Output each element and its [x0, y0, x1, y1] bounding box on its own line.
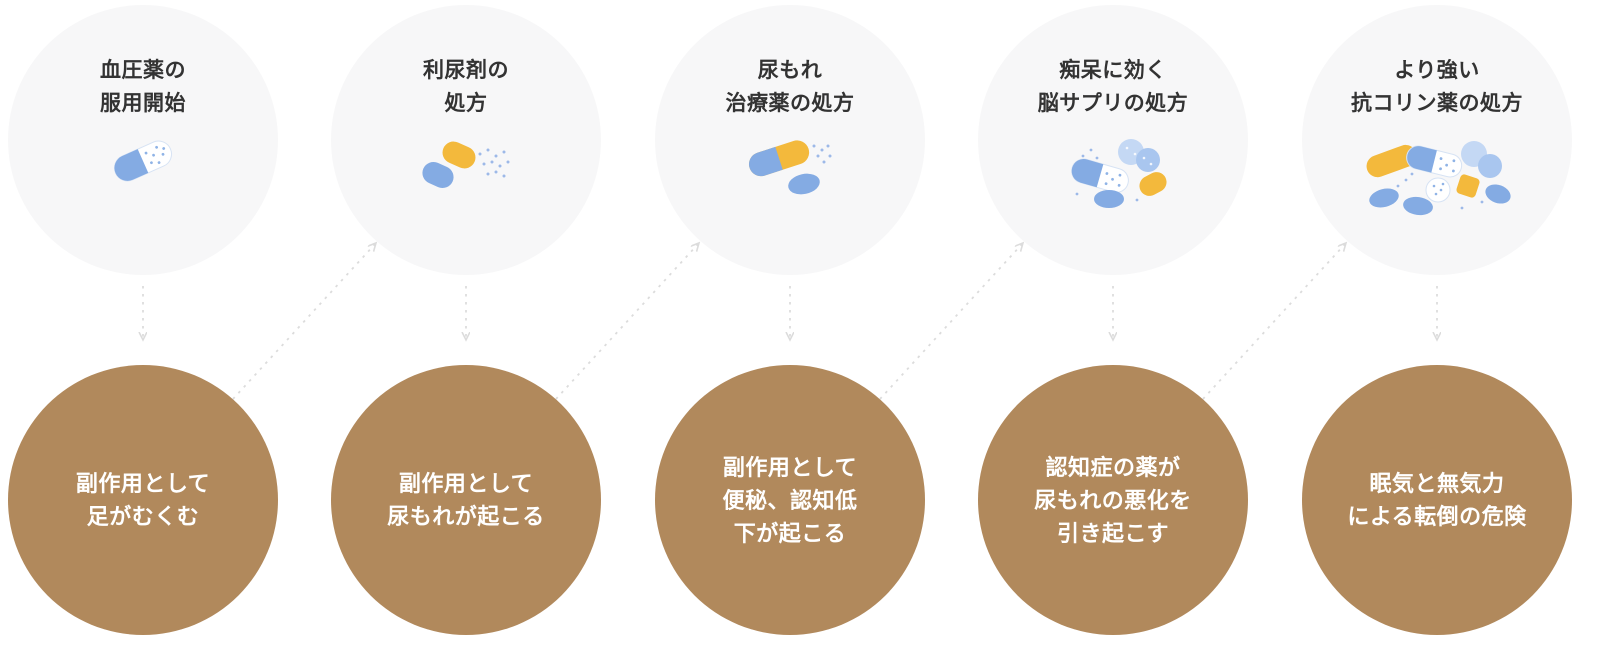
- step-3-prescription-circle: 尿もれ 治療薬の処方: [655, 5, 925, 275]
- arrow-diagonal-4-5: [1202, 243, 1346, 400]
- step-2-prescription-circle: 利尿剤の 処方: [331, 5, 601, 275]
- step-1-side-effect-label: 副作用として 足がむくむ: [75, 471, 211, 529]
- opened-capsule-icon: [418, 136, 514, 194]
- step-4-side-effect-circle: 認知症の薬が 尿もれの悪化を 引き起こす: [978, 365, 1248, 635]
- arrow-diagonal-3-4: [879, 243, 1023, 400]
- capsule-and-oval-pill-icon: [740, 136, 840, 198]
- step-2-side-effect-label: 副作用として 尿もれが起こる: [387, 471, 545, 529]
- step-4-prescription-circle: 痴呆に効く 脳サプリの処方: [978, 5, 1248, 275]
- step-5-side-effect-label: 眠気と無気力 による転倒の危険: [1347, 471, 1527, 529]
- step-5-prescription-circle: より強い 抗コリン薬の処方: [1302, 5, 1572, 275]
- step-2-prescription-label: 利尿剤の 処方: [423, 59, 509, 115]
- step-1-prescription-circle: 血圧薬の 服用開始: [8, 5, 278, 275]
- step-4-side-effect-label: 認知症の薬が 尿もれの悪化を 引き起こす: [1034, 454, 1192, 546]
- step-1-prescription-label: 血圧薬の 服用開始: [100, 59, 186, 115]
- step-3-side-effect-circle: 副作用として 便秘、認知低 下が起こる: [655, 365, 925, 635]
- blue-capsule-icon: [104, 136, 182, 186]
- step-4-prescription-label: 痴呆に効く 脳サプリの処方: [1037, 59, 1189, 115]
- step-3-prescription-label: 尿もれ 治療薬の処方: [725, 59, 855, 115]
- large-pill-cluster-icon: [1362, 136, 1512, 220]
- arrow-diagonal-1-2: [232, 243, 376, 400]
- pill-cluster-icon: [1053, 136, 1173, 210]
- step-1-side-effect-circle: 副作用として 足がむくむ: [8, 365, 278, 635]
- arrow-diagonal-2-3: [555, 243, 699, 400]
- step-5-prescription-label: より強い 抗コリン薬の処方: [1351, 59, 1523, 115]
- step-3-side-effect-label: 副作用として 便秘、認知低 下が起こる: [722, 454, 858, 546]
- step-5-side-effect-circle: 眠気と無気力 による転倒の危険: [1302, 365, 1572, 635]
- step-2-side-effect-circle: 副作用として 尿もれが起こる: [331, 365, 601, 635]
